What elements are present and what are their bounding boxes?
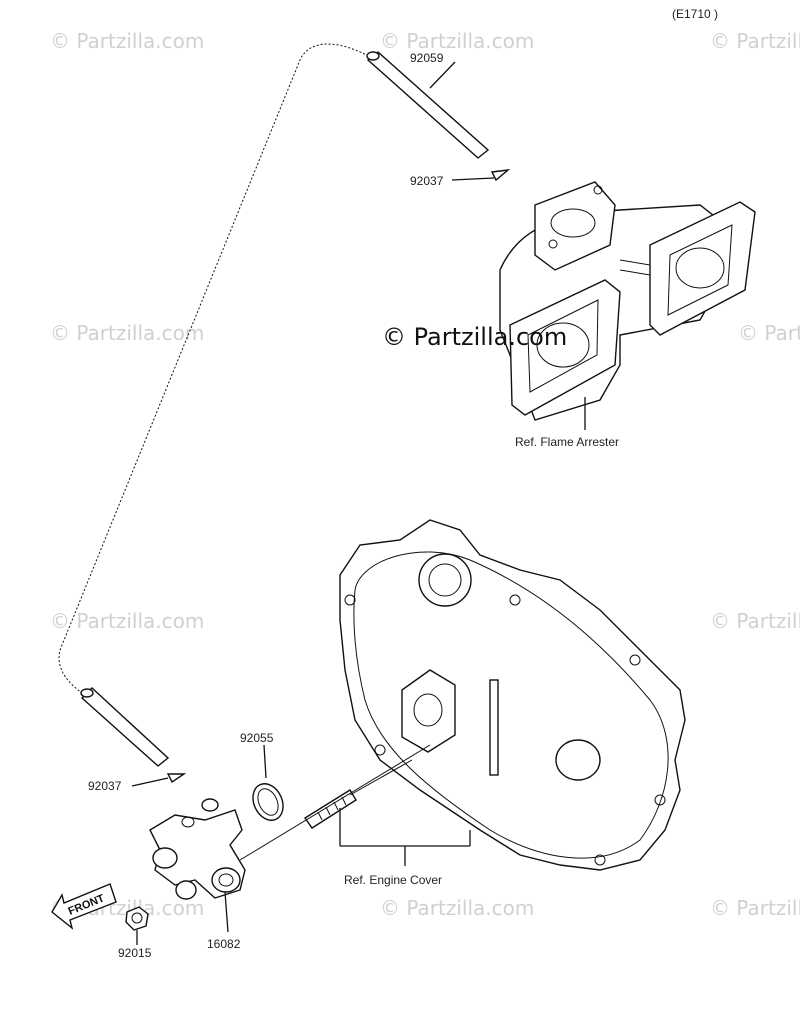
label-92037-lower[interactable]: 92037 <box>88 779 122 793</box>
label-ref-flame-arrester: Ref. Flame Arrester <box>515 435 619 449</box>
gasket-92055[interactable] <box>247 779 288 825</box>
watermark: © Partzilla.com <box>50 321 204 345</box>
stud-bolt <box>304 789 357 829</box>
center-watermark: © Partzilla.com <box>382 323 567 351</box>
clamp-92037-lower[interactable] <box>166 773 187 784</box>
label-92055[interactable]: 92055 <box>240 731 274 745</box>
leader-lines <box>131 61 586 945</box>
fitting-16082[interactable] <box>149 798 246 900</box>
watermark: © Partzilla.com <box>710 29 800 53</box>
engine-cover-assembly <box>339 519 686 871</box>
front-arrow: FRONT <box>51 883 117 930</box>
watermark: © Partzilla.com <box>710 609 800 633</box>
label-ref-engine-cover: Ref. Engine Cover <box>344 873 442 887</box>
label-16082[interactable]: 16082 <box>207 937 241 951</box>
label-92059[interactable]: 92059 <box>410 51 444 65</box>
watermark: © Partzilla.com <box>738 321 800 345</box>
hose-92059[interactable] <box>366 51 490 159</box>
watermark: © Partzilla.com <box>380 896 534 920</box>
hose-lower[interactable] <box>80 687 170 767</box>
watermark: © Partzilla.com <box>380 29 534 53</box>
watermark: © Partzilla.com <box>50 609 204 633</box>
watermark: © Partzilla.com <box>710 896 800 920</box>
nut-92015[interactable] <box>125 906 149 931</box>
hose-line <box>58 43 373 696</box>
label-92015[interactable]: 92015 <box>118 946 152 960</box>
diagram-code: (E1710 ) <box>672 7 718 21</box>
flame-arrester-assembly <box>499 181 756 421</box>
clamp-92037-upper[interactable] <box>490 169 511 182</box>
watermark: © Partzilla.com <box>50 29 204 53</box>
label-92037-upper[interactable]: 92037 <box>410 174 444 188</box>
